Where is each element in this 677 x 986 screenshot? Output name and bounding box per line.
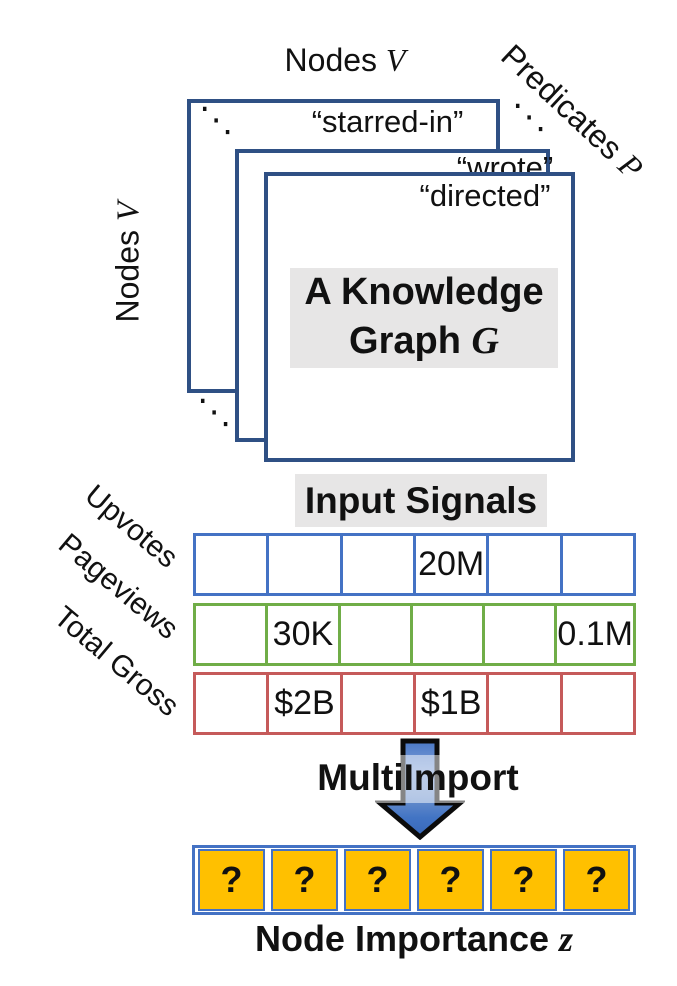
- importance-cell: ?: [417, 849, 484, 911]
- signal-cell: [563, 675, 633, 732]
- signal-cell: [343, 675, 416, 732]
- predicate-label-directed: “directed”: [419, 178, 551, 213]
- input-signals-title: Input Signals: [295, 474, 547, 527]
- node-importance-row: ? ? ? ? ? ?: [192, 845, 636, 915]
- axis-label-nodes-top: Nodes V: [250, 42, 440, 79]
- signal-cell: [341, 606, 413, 663]
- signal-cell: [489, 536, 563, 593]
- importance-cell: ?: [344, 849, 411, 911]
- diagonal-dots-icon: ⋱: [197, 392, 231, 432]
- axis-label-text: Nodes: [284, 42, 386, 78]
- caption-text: Graph: [349, 320, 472, 362]
- axis-label-nodes-left: Nodes V: [110, 202, 147, 323]
- axis-variable: V: [385, 42, 406, 78]
- signal-cell-value: $1B: [416, 675, 490, 732]
- signal-cell: [196, 606, 269, 663]
- importance-cell: ?: [198, 849, 265, 911]
- signal-cell-value: $2B: [269, 675, 343, 732]
- signal-cell: [485, 606, 558, 663]
- signal-cell-value: 20M: [416, 536, 490, 593]
- diagonal-dots-icon: ⋱: [199, 100, 233, 140]
- signal-cell: [196, 675, 270, 732]
- importance-cell: ?: [490, 849, 557, 911]
- signal-cell: [563, 536, 633, 593]
- signal-row-total-gross: $2B $1B: [193, 672, 636, 735]
- importance-variable: z: [559, 919, 574, 959]
- signal-cell: [489, 675, 563, 732]
- node-importance-caption: Node Importance z: [160, 918, 668, 960]
- signal-cell-value: 0.1M: [557, 615, 633, 653]
- axis-variable: V: [109, 201, 146, 222]
- graph-variable: G: [471, 320, 499, 362]
- signal-row-pageviews: 30K 0.1M: [193, 603, 636, 666]
- caption-text: Node Importance: [254, 918, 560, 959]
- importance-cell: ?: [563, 849, 630, 911]
- process-label-background: [310, 755, 526, 803]
- process-label: MultiImport: [317, 757, 519, 798]
- signal-cell: [343, 536, 416, 593]
- signal-cell-value: 30K: [268, 606, 341, 663]
- knowledge-graph-caption-line2: Graph G: [290, 317, 558, 366]
- diagonal-dots-icon: ⋱: [512, 97, 546, 137]
- knowledge-graph-caption-line1: A Knowledge: [304, 271, 544, 313]
- signal-cell: [413, 606, 486, 663]
- signal-row-upvotes: 20M: [193, 533, 636, 596]
- knowledge-graph-caption: A Knowledge Graph G: [290, 268, 558, 368]
- predicate-label-starred-in: “starred-in”: [311, 104, 464, 139]
- importance-cell: ?: [271, 849, 338, 911]
- signal-cell: [269, 536, 343, 593]
- signal-cell: [196, 536, 270, 593]
- axis-label-text: Nodes: [109, 221, 146, 323]
